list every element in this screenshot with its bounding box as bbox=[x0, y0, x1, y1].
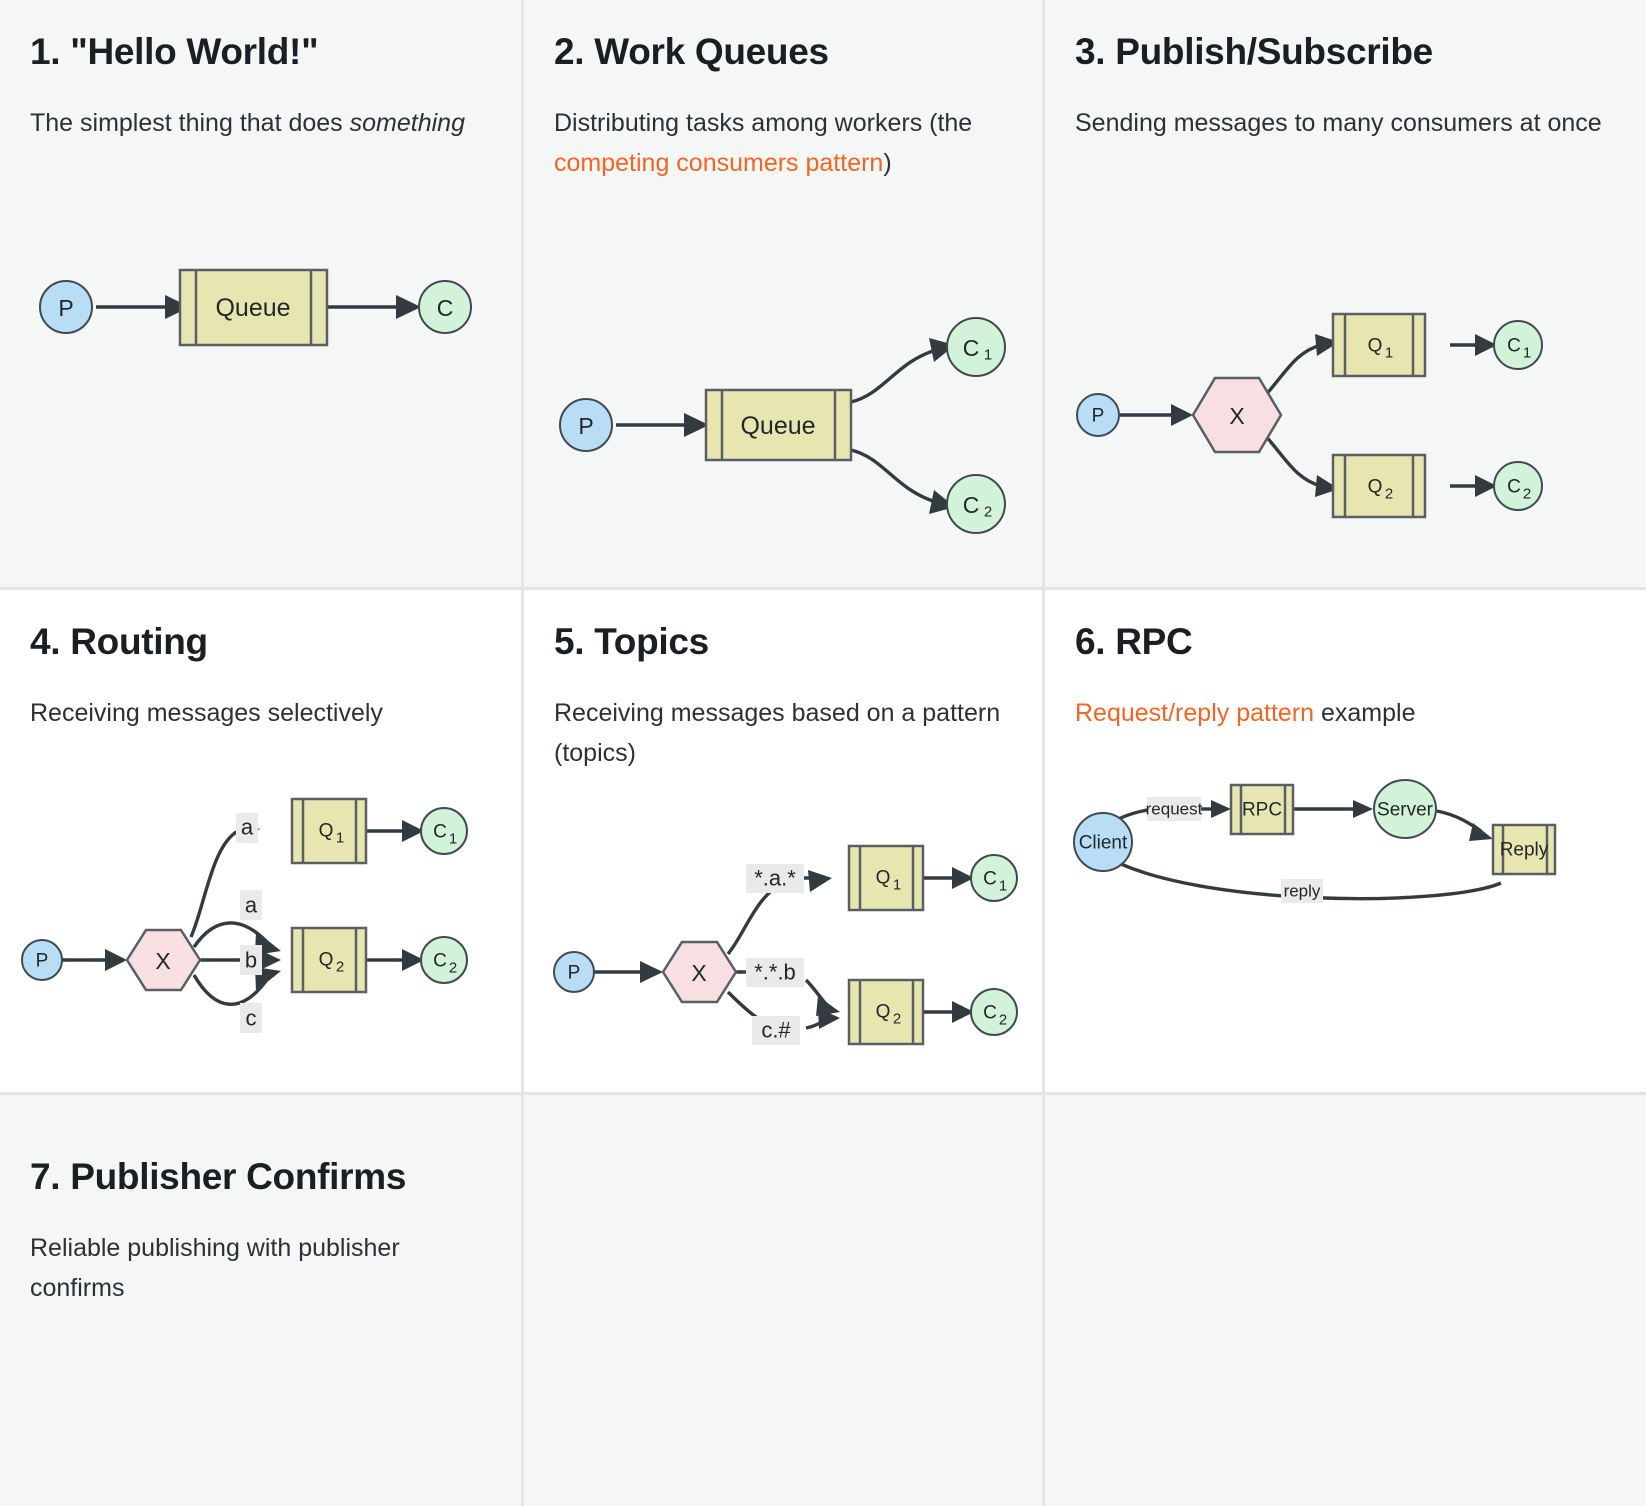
binding-key-label-c: c bbox=[246, 1006, 257, 1031]
consumer1-node-label: C bbox=[1507, 336, 1521, 357]
rpc-diagram: RPC Reply Client Server request reply bbox=[1045, 765, 1646, 925]
card-title: 5. Topics bbox=[554, 621, 709, 662]
queue1-node-sub: 1 bbox=[1385, 345, 1393, 362]
binding-key-label-a2: a bbox=[245, 893, 258, 918]
consumer2-node-label: C bbox=[1507, 477, 1521, 498]
consumer1-node-label: C bbox=[983, 869, 997, 890]
queue1-node-sub: 1 bbox=[893, 877, 901, 894]
queue1-node-label: Q bbox=[319, 821, 334, 842]
consumer2-node-label: C bbox=[433, 951, 447, 972]
card-title: 4. Routing bbox=[30, 621, 208, 662]
consumer2-node-label: C bbox=[963, 492, 980, 518]
queue2-node-label: Q bbox=[319, 950, 334, 971]
card-title: 6. RPC bbox=[1075, 621, 1193, 662]
topics-diagram: Q 1 Q 2 X P C 1 C 2 bbox=[524, 820, 1042, 1070]
queue-node-label: Queue bbox=[215, 294, 290, 322]
consumer1-node-sub: 1 bbox=[999, 878, 1007, 895]
hello-world-diagram: Queue P C bbox=[0, 250, 521, 390]
queue2-node-label: Q bbox=[876, 1002, 891, 1023]
queue2-node-sub: 2 bbox=[336, 959, 344, 976]
consumer1-node-sub: 1 bbox=[449, 831, 457, 848]
desc-text-tail: ) bbox=[883, 149, 892, 178]
publish-subscribe-diagram: Q 1 Q 2 X P C 1 C 2 bbox=[1045, 290, 1646, 540]
queue1-node-label: Q bbox=[1368, 336, 1383, 357]
desc-text: Receiving messages selectively bbox=[30, 698, 383, 727]
card-title: 7. Publisher Confirms bbox=[30, 1156, 407, 1197]
desc-link[interactable]: competing consumers pattern bbox=[554, 149, 884, 178]
card-hello-world[interactable]: 1. "Hello World!" The simplest thing tha… bbox=[0, 0, 524, 590]
producer-node-label: P bbox=[58, 295, 73, 321]
desc-text: Receiving messages based on a pattern (t… bbox=[554, 698, 1001, 768]
card-work-queues[interactable]: 2. Work Queues Distributing tasks among … bbox=[524, 0, 1045, 590]
queue2-node-sub: 2 bbox=[893, 1011, 901, 1028]
client-node-label: Client bbox=[1079, 833, 1128, 854]
desc-text: The simplest thing that does bbox=[30, 108, 350, 137]
card-description: Receiving messages based on a pattern (t… bbox=[554, 693, 1012, 774]
consumer-node-label: C bbox=[437, 295, 454, 321]
card-description: Request/reply pattern example bbox=[1075, 693, 1616, 734]
desc-text: Sending messages to many consumers at on… bbox=[1075, 108, 1602, 137]
producer-node-label: P bbox=[36, 951, 49, 972]
desc-text: Reliable publishing with publisher confi… bbox=[30, 1233, 400, 1303]
queue-node-label: Queue bbox=[740, 412, 815, 440]
card-description: Reliable publishing with publisher confi… bbox=[30, 1228, 491, 1309]
consumer1-node-sub: 1 bbox=[984, 347, 992, 364]
exchange-node-label: X bbox=[691, 960, 706, 986]
binding-key-label-b: b bbox=[245, 948, 257, 973]
desc-link[interactable]: Request/reply pattern bbox=[1075, 698, 1315, 727]
topic-key-label-1: *.a.* bbox=[754, 866, 796, 891]
card-description: Distributing tasks among workers (the co… bbox=[554, 103, 1012, 184]
work-queues-diagram: Queue P C 1 C 2 bbox=[524, 290, 1042, 550]
card-title: 2. Work Queues bbox=[554, 31, 829, 72]
card-publish-subscribe[interactable]: 3. Publish/Subscribe Sending messages to… bbox=[1045, 0, 1646, 590]
topic-key-label-2: *.*.b bbox=[754, 960, 796, 985]
queue1-node-sub: 1 bbox=[336, 830, 344, 847]
queue2-node-label: Q bbox=[1368, 477, 1383, 498]
empty-cell-2 bbox=[1045, 1095, 1646, 1506]
topic-key-label-3: c.# bbox=[761, 1018, 791, 1043]
card-description: Receiving messages selectively bbox=[30, 693, 491, 734]
consumer2-node-sub: 2 bbox=[1523, 486, 1531, 503]
producer-node-label: P bbox=[568, 963, 581, 984]
request-edge-label: request bbox=[1146, 800, 1203, 819]
queue1-node-label: Q bbox=[876, 868, 891, 889]
producer-node-label: P bbox=[1092, 406, 1105, 427]
consumer2-node-label: C bbox=[983, 1003, 997, 1024]
exchange-node-label: X bbox=[155, 948, 170, 974]
reply-queue-node-label: Reply bbox=[1500, 840, 1549, 861]
exchange-node-label: X bbox=[1229, 403, 1244, 429]
consumer1-node-label: C bbox=[963, 335, 980, 361]
routing-diagram: Q 1 Q 2 X P C 1 C 2 bbox=[0, 765, 521, 1055]
empty-cell-1 bbox=[524, 1095, 1045, 1506]
reply-edge-label: reply bbox=[1284, 882, 1321, 901]
binding-key-label-a1: a bbox=[241, 815, 254, 840]
queue2-node-sub: 2 bbox=[1385, 486, 1393, 503]
card-rpc[interactable]: 6. RPC Request/reply pattern example bbox=[1045, 590, 1646, 1095]
card-publisher-confirms[interactable]: 7. Publisher Confirms Reliable publishin… bbox=[0, 1095, 524, 1506]
rpc-queue-node-label: RPC bbox=[1242, 800, 1282, 821]
consumer2-node-sub: 2 bbox=[999, 1012, 1007, 1029]
desc-text: example bbox=[1314, 698, 1416, 727]
card-routing[interactable]: 4. Routing Receiving messages selectivel… bbox=[0, 590, 524, 1095]
producer-node-label: P bbox=[578, 413, 593, 439]
consumer1-node-sub: 1 bbox=[1523, 345, 1531, 362]
desc-emphasis: something bbox=[349, 108, 465, 137]
card-title: 3. Publish/Subscribe bbox=[1075, 31, 1433, 72]
card-description: Sending messages to many consumers at on… bbox=[1075, 103, 1616, 144]
card-title: 1. "Hello World!" bbox=[30, 31, 319, 72]
card-topics[interactable]: 5. Topics Receiving messages based on a … bbox=[524, 590, 1045, 1095]
server-node-label: Server bbox=[1377, 800, 1434, 821]
consumer1-node-label: C bbox=[433, 822, 447, 843]
desc-text: Distributing tasks among workers (the bbox=[554, 108, 973, 137]
card-description: The simplest thing that does something bbox=[30, 103, 491, 144]
consumer2-node-sub: 2 bbox=[984, 504, 992, 521]
consumer2-node-sub: 2 bbox=[449, 960, 457, 977]
